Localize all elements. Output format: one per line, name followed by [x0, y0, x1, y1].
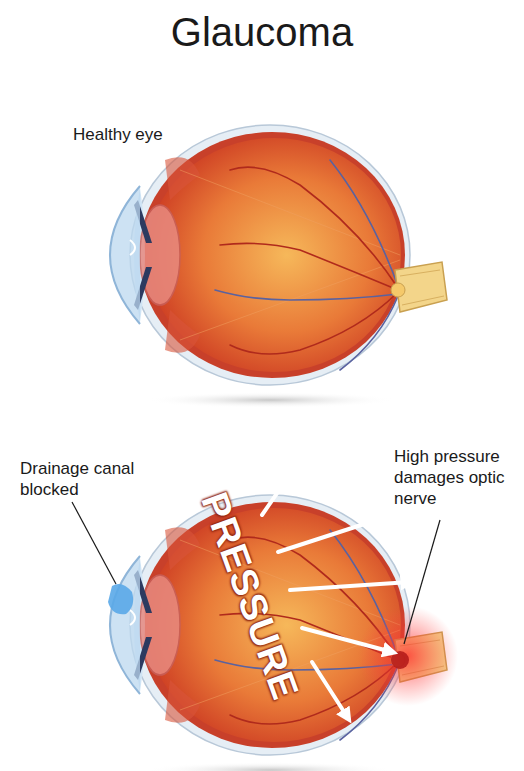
- callout-label: High pressure damages optic nerve: [394, 446, 518, 509]
- title: Glaucoma: [0, 8, 524, 56]
- callout-label: Drainage canal blocked: [20, 458, 160, 500]
- part-label: Healthy eye: [73, 124, 233, 145]
